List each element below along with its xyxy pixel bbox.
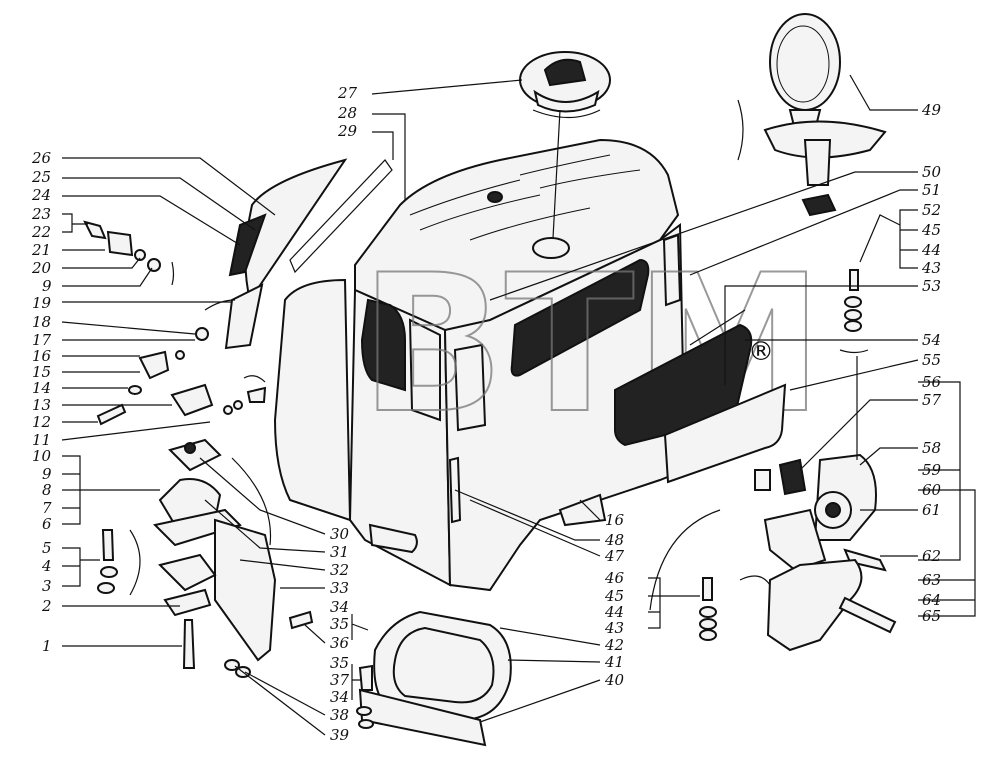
callouts-mid: 16 48 47 46 45 44 43 42 41 40 (604, 511, 625, 689)
callout-16: 16 (32, 347, 52, 365)
callout-11: 11 (32, 431, 51, 449)
callout-12: 12 (32, 413, 51, 431)
callout-54: 54 (922, 331, 941, 349)
rear-hinge-bracket (699, 269, 897, 652)
callout-48: 48 (604, 531, 624, 549)
callout-34-lower: 34 (330, 688, 349, 706)
registered-mark: ® (748, 337, 774, 367)
vent-grille (356, 610, 512, 747)
roof-hatch-lid (519, 51, 611, 113)
callout-9-lower: 9 (42, 465, 52, 483)
callout-53: 53 (922, 277, 941, 295)
callout-47: 47 (604, 547, 625, 565)
callout-26: 26 (31, 149, 52, 167)
callout-3: 3 (42, 577, 52, 595)
callout-57: 57 (922, 391, 942, 409)
callout-52: 52 (922, 201, 941, 219)
callout-8: 8 (42, 481, 52, 499)
arc-left-1 (171, 261, 175, 286)
callout-60: 60 (922, 481, 942, 499)
callout-5: 5 (42, 539, 52, 557)
callout-45-mid: 45 (604, 587, 624, 605)
side-glass-seals (614, 309, 787, 484)
callout-2: 2 (41, 597, 52, 615)
callout-31: 31 (330, 543, 349, 561)
cab-mount-stack (97, 438, 314, 678)
arc-mount (231, 457, 272, 546)
leader-lines (61, 74, 976, 736)
cab-body (273, 138, 687, 592)
work-lamp (763, 13, 887, 217)
callout-21: 21 (31, 241, 51, 259)
arc-bolt (129, 529, 141, 596)
callout-32: 32 (330, 561, 349, 579)
callout-17: 17 (32, 331, 52, 349)
callout-40: 40 (604, 671, 625, 689)
callout-44-right: 44 (921, 241, 941, 259)
callout-24: 24 (31, 186, 51, 204)
callout-63: 63 (922, 571, 941, 589)
callout-20: 20 (31, 259, 52, 277)
callout-33: 33 (330, 579, 349, 597)
arc-27 (532, 109, 601, 119)
callout-15: 15 (32, 363, 51, 381)
callout-18: 18 (32, 313, 51, 331)
callout-55: 55 (922, 351, 941, 369)
arc-49 (737, 99, 744, 161)
callout-43-right: 43 (921, 259, 941, 277)
callout-49: 49 (921, 101, 942, 119)
callout-44-mid: 44 (604, 603, 624, 621)
callouts-center: 30 31 32 33 34 35 36 35 37 34 38 39 (330, 525, 350, 744)
callout-25: 25 (31, 168, 51, 186)
callout-1: 1 (42, 637, 52, 655)
arc-right-2 (739, 575, 771, 586)
arc-54 (839, 349, 869, 354)
callout-62: 62 (922, 547, 941, 565)
callout-27: 27 (337, 84, 358, 102)
callout-16-mid: 16 (605, 511, 625, 529)
callout-59: 59 (922, 461, 942, 479)
arc-right-1 (649, 509, 721, 611)
windshield-glass (224, 158, 393, 350)
callout-43-mid: 43 (604, 619, 624, 637)
callout-7: 7 (42, 499, 52, 517)
callout-29: 29 (337, 122, 358, 140)
callout-37: 37 (330, 671, 350, 689)
callout-36: 36 (330, 634, 350, 652)
callout-6: 6 (42, 515, 52, 533)
callouts-left: 26 25 24 23 22 21 20 9 19 18 17 16 15 14… (31, 149, 52, 655)
callout-22: 22 (31, 223, 51, 241)
arc-left-3 (243, 375, 266, 383)
callout-13: 13 (32, 396, 51, 414)
callout-10: 10 (32, 447, 52, 465)
callout-38: 38 (330, 706, 349, 724)
callout-35: 35 (330, 615, 349, 633)
callout-50: 50 (922, 163, 942, 181)
callout-45-right: 45 (921, 221, 941, 239)
callout-65: 65 (922, 607, 941, 625)
callout-64: 64 (922, 591, 941, 609)
callout-23: 23 (31, 205, 51, 223)
callout-39: 39 (330, 726, 350, 744)
callout-14: 14 (32, 379, 51, 397)
callout-42: 42 (604, 636, 624, 654)
callouts-right: 49 50 51 52 45 44 43 53 54 55 56 57 58 5… (921, 101, 942, 625)
callout-41: 41 (604, 653, 624, 671)
callout-61: 61 (922, 501, 941, 519)
callout-4: 4 (41, 557, 52, 575)
callout-30: 30 (330, 525, 350, 543)
callout-19: 19 (32, 294, 52, 312)
callout-9-upper: 9 (42, 277, 52, 295)
callout-46: 46 (604, 569, 625, 587)
callout-35-lower: 35 (330, 654, 349, 672)
left-small-parts (83, 220, 267, 426)
callout-51: 51 (922, 181, 941, 199)
callout-56: 56 (922, 373, 942, 391)
callout-34: 34 (330, 598, 349, 616)
callout-28: 28 (337, 104, 357, 122)
callouts-top: 27 28 29 (337, 84, 358, 140)
callout-58: 58 (922, 439, 941, 457)
